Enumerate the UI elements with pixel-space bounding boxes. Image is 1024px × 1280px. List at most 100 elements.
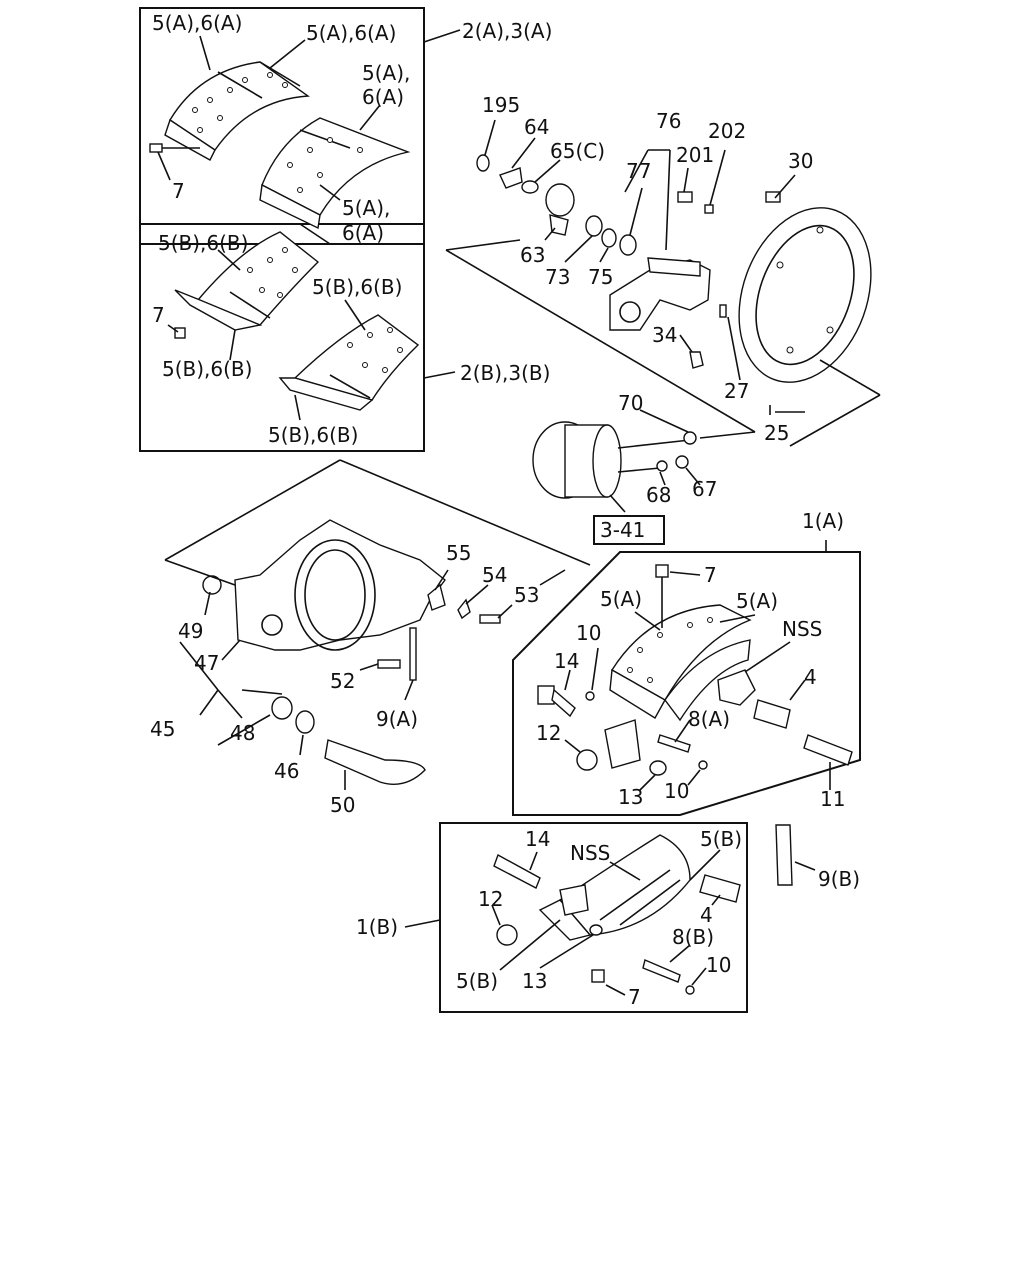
leader — [744, 641, 791, 673]
label: 4 — [804, 665, 817, 689]
group-line — [819, 359, 881, 396]
leader — [299, 223, 331, 245]
label: 47 — [194, 651, 219, 675]
leader — [359, 663, 379, 671]
group-line — [539, 569, 566, 586]
label: 67 — [692, 477, 717, 501]
label: 64 — [524, 115, 549, 139]
label: 5(A) — [600, 587, 642, 611]
rivet-7-b — [174, 327, 186, 339]
leader — [179, 641, 219, 691]
leader — [674, 719, 691, 743]
leader — [564, 669, 571, 691]
label: 201 — [676, 143, 714, 167]
leader — [344, 299, 366, 331]
label: 2(B),3(B) — [460, 361, 550, 385]
leader — [634, 611, 661, 631]
label: 70 — [618, 391, 643, 415]
leader — [167, 324, 179, 333]
leader — [599, 247, 609, 263]
label: 30 — [788, 149, 813, 173]
leader — [434, 569, 449, 591]
leader — [709, 149, 726, 206]
label: 1(B) — [356, 915, 398, 939]
label: 10 — [576, 621, 601, 645]
leader — [727, 316, 741, 381]
label: 77 — [626, 159, 651, 183]
label: NSS — [570, 841, 610, 865]
label: 45 — [150, 717, 175, 741]
label: 13 — [522, 969, 547, 993]
leader — [564, 739, 581, 753]
leader — [719, 614, 756, 623]
label: 13 — [618, 785, 643, 809]
label: 10 — [706, 953, 731, 977]
label: 12 — [536, 721, 561, 745]
leader — [711, 894, 721, 906]
leader — [199, 689, 219, 716]
leader — [629, 187, 643, 236]
group-line — [339, 459, 591, 566]
leader — [639, 409, 689, 433]
leader — [423, 29, 461, 43]
leader — [605, 984, 626, 996]
leader — [609, 494, 626, 513]
leader — [217, 689, 243, 719]
label: 9(B) — [818, 867, 860, 891]
label: 14 — [554, 649, 579, 673]
label: 5(B),6(B) — [312, 275, 402, 299]
label: 5(A),6(A) — [152, 11, 242, 35]
label: 50 — [330, 793, 355, 817]
group-line — [445, 249, 756, 433]
label: 6(A) — [362, 85, 404, 109]
label: 76 — [656, 109, 681, 133]
leader — [685, 467, 701, 486]
label: 8(A) — [688, 707, 730, 731]
leader — [157, 151, 171, 181]
leader — [539, 934, 594, 969]
label: 2(A),3(A) — [462, 19, 552, 43]
reference-label: 3-41 — [600, 518, 645, 542]
label: 34 — [652, 323, 677, 347]
group-line — [789, 394, 881, 447]
leader — [639, 774, 656, 791]
lining-a-upper — [164, 61, 311, 161]
label: 48 — [230, 721, 255, 745]
label: 27 — [724, 379, 749, 403]
anchor-bracket — [609, 257, 711, 331]
leader — [404, 919, 441, 928]
label: 73 — [545, 265, 570, 289]
leader — [423, 371, 456, 379]
label: 5(B) — [456, 969, 498, 993]
leader — [497, 604, 513, 619]
camshaft-bushing-group — [476, 154, 781, 369]
leader — [229, 329, 236, 361]
label: NSS — [782, 617, 822, 641]
ref-box — [593, 515, 665, 545]
label: 7 — [628, 985, 641, 1009]
leader — [465, 584, 489, 605]
leader — [679, 334, 693, 353]
label: 5(B),6(B) — [158, 231, 248, 255]
leader — [511, 137, 536, 169]
label: 7 — [152, 303, 165, 327]
leader — [534, 159, 561, 183]
leader — [204, 591, 211, 616]
label: 46 — [274, 759, 299, 783]
label: 5(A), — [342, 196, 390, 220]
label: 55 — [446, 541, 471, 565]
leader — [789, 679, 806, 701]
label: 202 — [708, 119, 746, 143]
leader — [691, 967, 707, 986]
leader — [319, 184, 341, 201]
brake-chamber — [532, 421, 697, 499]
box-shoe-1a — [512, 551, 861, 816]
group-line — [164, 459, 341, 561]
label: 5(B) — [700, 827, 742, 851]
label: 9(A) — [376, 707, 418, 731]
label: 5(B),6(B) — [268, 423, 358, 447]
box-shoe-1b — [439, 822, 748, 1013]
label: 49 — [178, 619, 203, 643]
